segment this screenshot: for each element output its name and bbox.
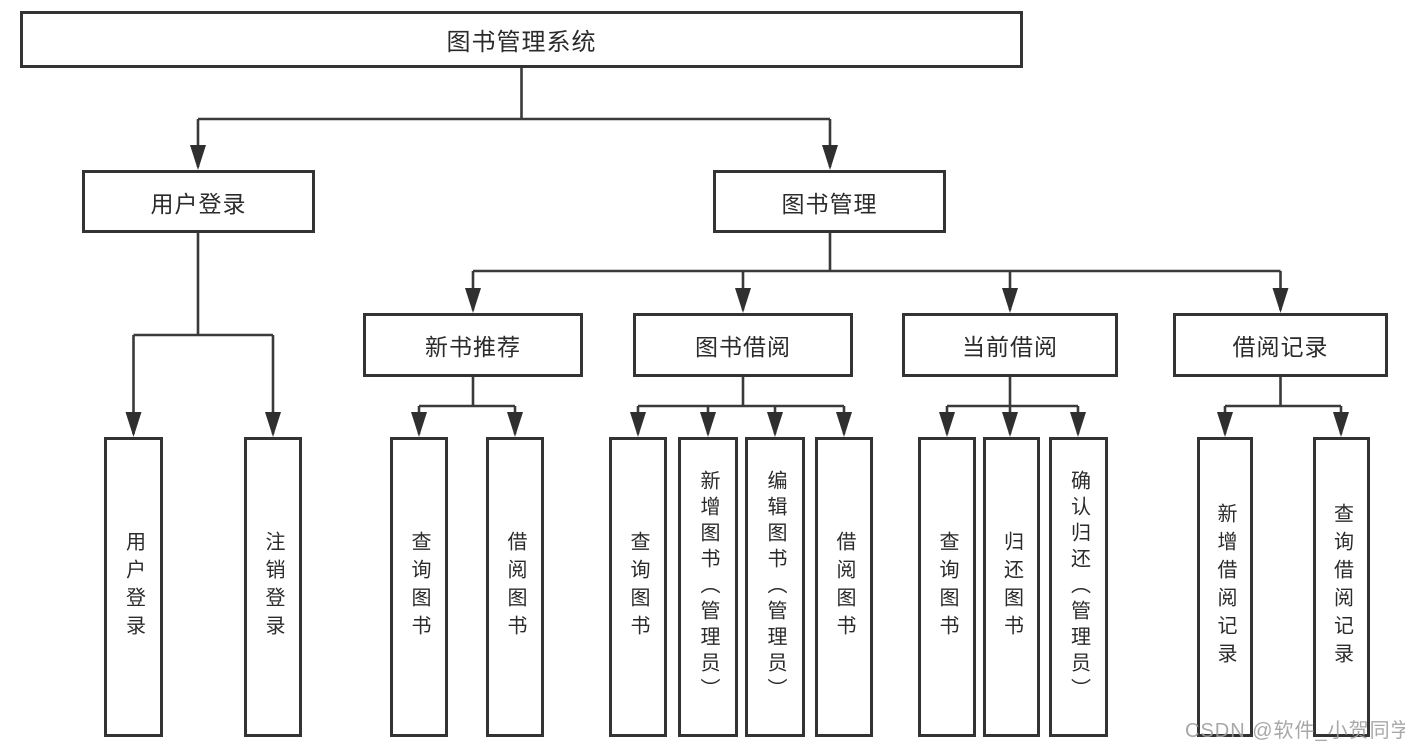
leaf-logout: 注销登录: [244, 437, 302, 737]
arrowhead: [700, 412, 716, 437]
leaf-query-books-borrowing: 查询图书: [609, 437, 667, 737]
leaf-query-borrow-record: 查询借阅记录: [1313, 437, 1370, 737]
csdn-watermark: CSDN @软件_小贺同学: [1185, 720, 1405, 742]
node-library-management-system: 图书管理系统: [20, 11, 1023, 68]
node-book-borrowing: 图书借阅: [633, 313, 853, 377]
arrowhead: [630, 412, 646, 437]
leaf-return-books: 归还图书: [983, 437, 1040, 737]
arrowhead: [1272, 288, 1289, 313]
node-label: 借阅图书: [833, 531, 855, 643]
node-label: 注销登录: [262, 531, 284, 643]
arrowhead: [190, 145, 206, 170]
node-current-borrowing: 当前借阅: [902, 313, 1118, 377]
node-label: 图书管理系统: [446, 29, 597, 56]
arrowhead: [836, 412, 852, 437]
node-label: 当前借阅: [962, 334, 1058, 360]
node-label: 用户登录: [150, 190, 247, 217]
node-label: 查询借阅记录: [1330, 503, 1353, 671]
arrowhead: [735, 288, 751, 313]
connector-borrowrecords-to-leaves: [1223, 377, 1343, 434]
connector-userlogin-to-leaves: [132, 233, 275, 434]
arrowhead: [265, 412, 281, 437]
arrowhead: [1002, 288, 1018, 313]
arrowhead: [465, 288, 481, 313]
leaf-query-books-current: 查询图书: [918, 437, 976, 737]
connector-root-to-level2: [196, 68, 832, 167]
leaf-user-login: 用户登录: [104, 437, 163, 737]
arrowhead: [1333, 412, 1349, 437]
node-label: 借阅图书: [504, 531, 526, 643]
node-book-management: 图书管理: [713, 170, 946, 233]
leaf-add-books-admin: 新增图书（管理员）: [678, 437, 738, 737]
node-new-book-recommend: 新书推荐: [363, 313, 583, 377]
node-label: 新书推荐: [425, 334, 521, 360]
node-user-login: 用户登录: [82, 170, 315, 233]
leaf-query-books-newbook: 查询图书: [390, 437, 448, 737]
arrowhead: [1217, 412, 1233, 437]
node-label: 图书管理: [781, 190, 878, 217]
arrowhead: [939, 412, 955, 437]
arrowhead: [1070, 412, 1086, 437]
arrowhead: [767, 412, 783, 437]
node-label: 确认归还（管理员）: [1067, 470, 1090, 704]
leaf-add-borrow-record: 新增借阅记录: [1197, 437, 1253, 737]
node-label: 编辑图书（管理员）: [764, 470, 786, 704]
node-label: 用户登录: [122, 531, 145, 643]
arrowhead: [822, 145, 838, 170]
arrowhead: [125, 412, 142, 437]
connector-bookmgmt-to-level3: [471, 233, 1282, 310]
arrowhead: [1002, 412, 1018, 437]
node-label: 新增图书（管理员）: [697, 470, 719, 704]
leaf-confirm-return-admin: 确认归还（管理员）: [1049, 437, 1108, 737]
node-borrowing-records: 借阅记录: [1173, 313, 1388, 377]
node-label: 新增借阅记录: [1214, 503, 1236, 671]
node-label: 查询图书: [627, 531, 649, 643]
node-label: 查询图书: [936, 531, 958, 643]
node-label: 查询图书: [408, 531, 430, 643]
connector-bookborrow-to-leaves: [636, 377, 846, 434]
node-label: 图书借阅: [695, 334, 791, 360]
leaf-borrow-books-borrowing: 借阅图书: [815, 437, 873, 737]
arrowhead: [507, 412, 523, 437]
connector-newbook-to-leaves: [417, 377, 517, 434]
node-label: 借阅记录: [1232, 334, 1329, 360]
leaf-edit-books-admin: 编辑图书（管理员）: [745, 437, 805, 737]
node-label: 归还图书: [1000, 531, 1023, 643]
leaf-borrow-books-newbook: 借阅图书: [486, 437, 544, 737]
arrowhead: [411, 412, 427, 437]
